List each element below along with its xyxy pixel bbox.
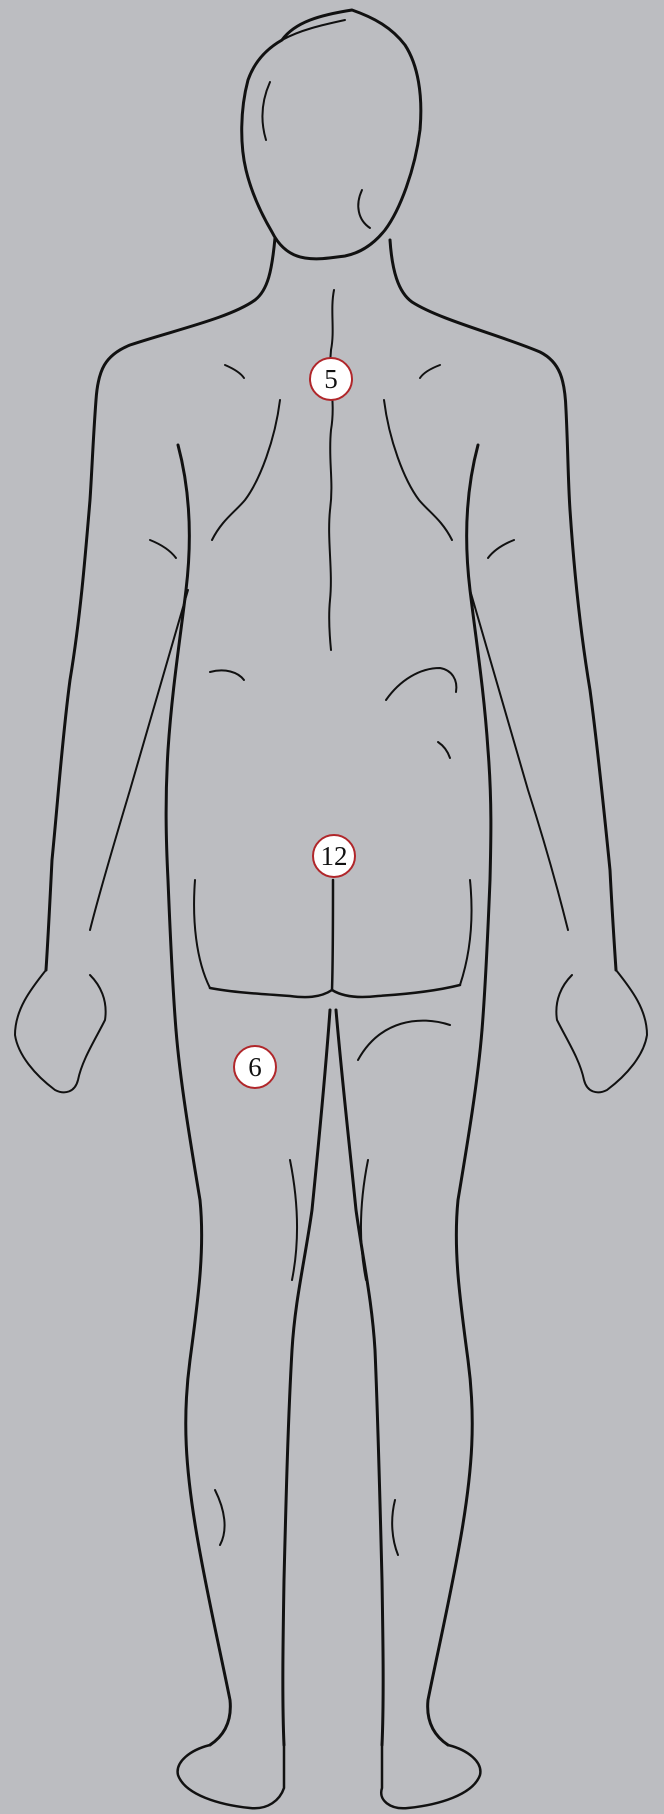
head-outline [242, 10, 421, 259]
marker-label: 6 [248, 1052, 262, 1083]
gluteal-region [194, 880, 471, 1060]
marker-label: 5 [324, 364, 338, 395]
legs [176, 1010, 482, 1808]
marker-left-thigh[interactable]: 6 [233, 1045, 277, 1089]
marker-upper-back[interactable]: 5 [309, 357, 353, 401]
marker-lower-back[interactable]: 12 [312, 834, 356, 878]
marker-label: 12 [321, 841, 348, 872]
